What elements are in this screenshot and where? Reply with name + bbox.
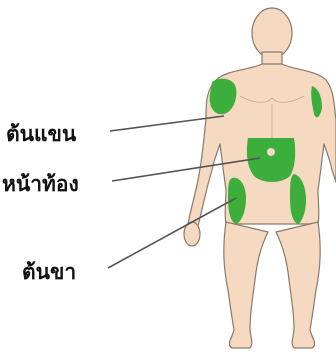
left-leg: [224, 222, 268, 348]
label-abdomen: หน้าท้อง: [2, 168, 79, 201]
zone-abdomen: [247, 138, 295, 182]
navel: [267, 148, 275, 156]
leader-thigh: [108, 198, 236, 268]
label-thigh: ต้นขา: [22, 256, 76, 289]
right-leg: [276, 222, 320, 348]
label-upper-arm: ต้นแขน: [6, 118, 76, 151]
head: [252, 8, 292, 58]
